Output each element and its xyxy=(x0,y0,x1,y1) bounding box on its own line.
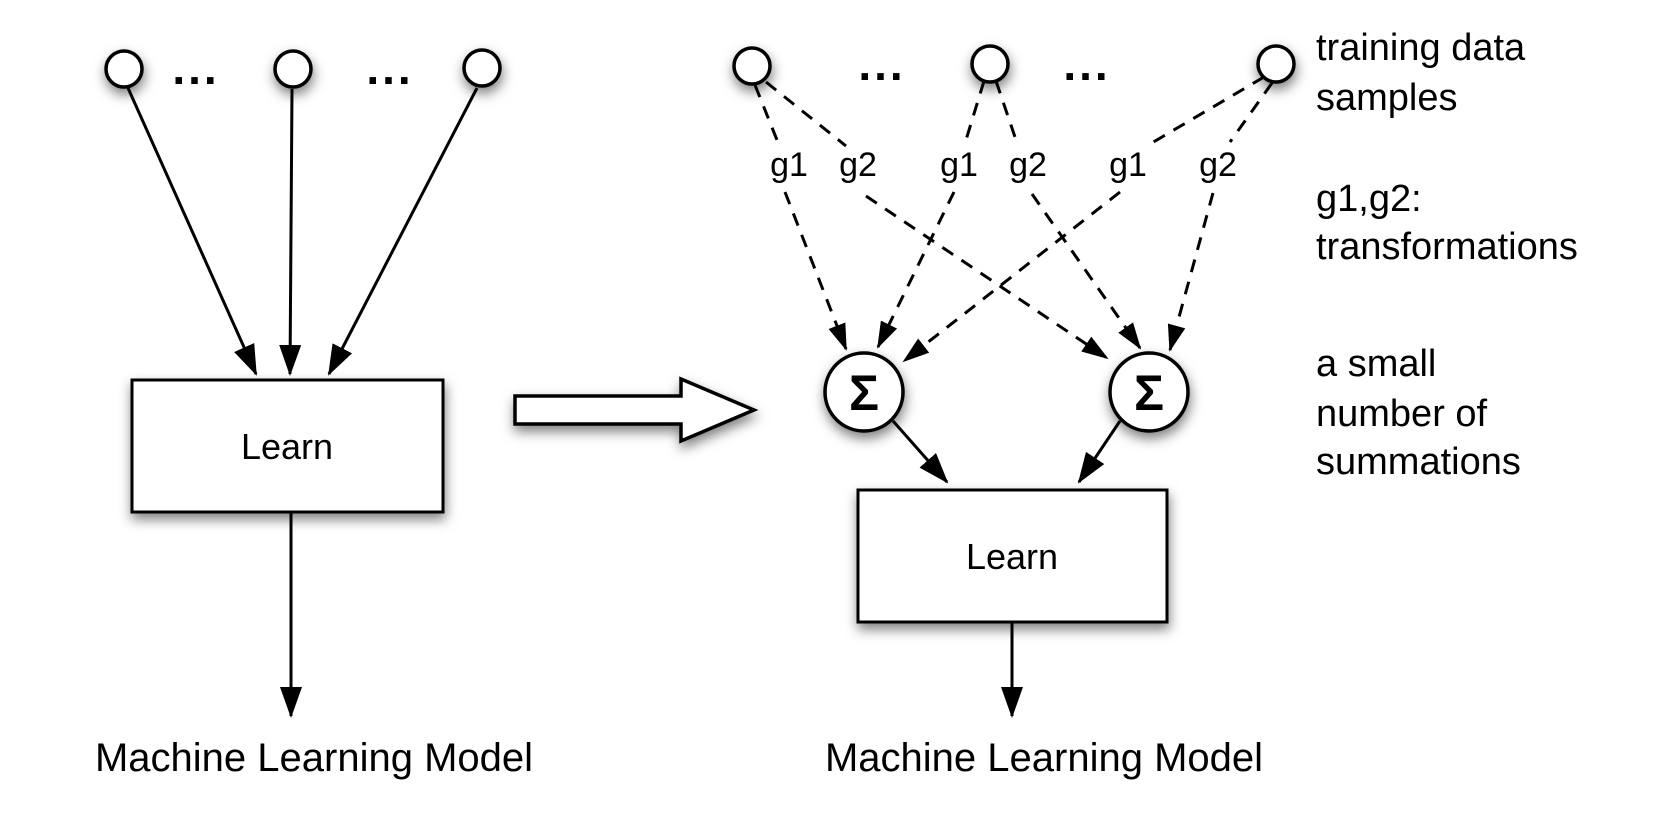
transform-label-g2: g2 xyxy=(1199,146,1237,184)
sigma-symbol: Σ xyxy=(849,365,879,421)
sum-to-learn-arrow xyxy=(891,420,949,484)
sample-leg xyxy=(964,80,986,141)
transform-edge-g2 xyxy=(1167,192,1215,352)
sample-leg xyxy=(994,80,1018,141)
data-sample-node xyxy=(970,44,1010,84)
model-output-label: Machine Learning Model xyxy=(95,736,533,780)
side-annotations: training data samples g1,g2: transformat… xyxy=(1316,27,1578,483)
data-sample-node xyxy=(104,49,144,89)
annotation-summations-line2: number of xyxy=(1316,393,1488,435)
annotation-transformations-line1: g1,g2: xyxy=(1316,178,1422,220)
transform-label-g2: g2 xyxy=(839,146,877,184)
summation-node xyxy=(823,351,905,433)
learn-box xyxy=(856,488,1169,624)
model-output-label: Machine Learning Model xyxy=(825,736,1263,780)
sample-leg xyxy=(753,84,779,141)
transform-label-g2: g2 xyxy=(1009,146,1047,184)
annotation-summations-line3: summations xyxy=(1316,441,1521,483)
transform-label-g1: g1 xyxy=(940,146,978,184)
learn-box xyxy=(130,378,445,514)
right-pipeline: ... ... g1 g2 g1 g2 g1 g2 Σ Σ xyxy=(732,38,1296,780)
annotation-summations-line1: a small xyxy=(1316,343,1436,385)
learn-box-label: Learn xyxy=(966,536,1058,577)
sigma-symbol: Σ xyxy=(1134,365,1164,421)
data-sample-node xyxy=(732,46,772,86)
transform-edge-g1 xyxy=(902,190,1121,363)
sum-to-learn-arrow xyxy=(1077,420,1122,484)
sample-leg xyxy=(1149,75,1265,146)
input-arrow xyxy=(126,87,258,376)
sample-leg xyxy=(1228,82,1274,143)
transform-edge-g1 xyxy=(876,191,956,349)
transform-edge-g1 xyxy=(783,191,848,351)
transition-arrow xyxy=(513,376,759,444)
input-arrow xyxy=(327,87,479,376)
transform-label-g1: g1 xyxy=(1109,146,1147,184)
summation-node xyxy=(1108,351,1190,433)
transform-edge-g2 xyxy=(865,194,1109,360)
transform-edge-g2 xyxy=(1030,193,1142,350)
input-arrow xyxy=(279,88,302,376)
ellipsis-label: ... xyxy=(858,38,905,90)
data-sample-node xyxy=(462,48,502,88)
ellipsis-label: ... xyxy=(172,42,219,94)
left-pipeline: ... ... Learn Machine Learning Model xyxy=(95,42,533,780)
data-sample-node xyxy=(273,49,313,89)
data-sample-node xyxy=(1256,44,1296,84)
transform-label-g1: g1 xyxy=(770,146,808,184)
ellipsis-label: ... xyxy=(1063,38,1110,90)
learn-box-label: Learn xyxy=(241,426,333,467)
ellipsis-label: ... xyxy=(366,42,413,94)
annotation-transformations-line2: transformations xyxy=(1316,226,1578,268)
annotation-training-data-line1: training data xyxy=(1316,27,1526,69)
sample-leg xyxy=(765,80,847,148)
annotation-training-data-line2: samples xyxy=(1316,77,1458,119)
